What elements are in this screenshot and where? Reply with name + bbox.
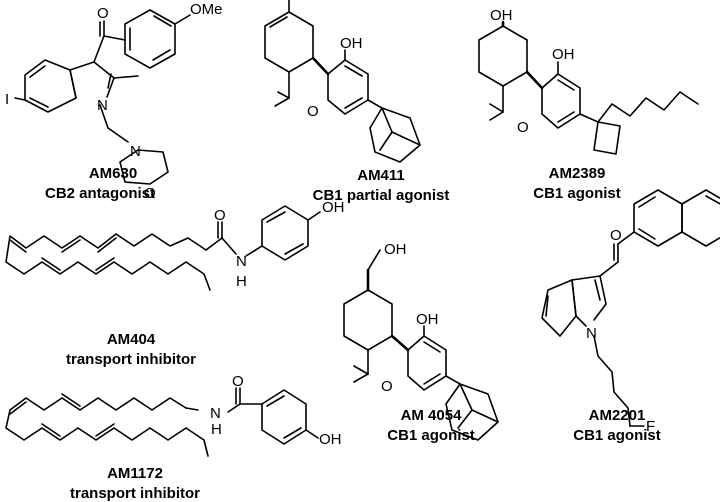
- am2201-oxygen-label: O: [610, 227, 622, 244]
- am4054-structure: [343, 249, 499, 441]
- am630-name: AM630: [89, 165, 137, 182]
- am2389-hydroxyl-label: OH: [552, 46, 575, 63]
- am1172-amine-n-label: N: [210, 405, 221, 422]
- am1172-name: AM1172: [107, 465, 163, 482]
- am411-hydroxyl-label: OH: [340, 35, 363, 52]
- am404-amide-h-label: H: [236, 273, 247, 290]
- am2389-top-hydroxyl-label: OH: [490, 7, 513, 24]
- am4054-hydroxyl-label: OH: [416, 311, 439, 328]
- am630-structure: [14, 9, 191, 185]
- am2389-role: CB1 agonist: [533, 185, 621, 202]
- am630-role: CB2 antagonist: [45, 185, 155, 202]
- am4054-ring-oxygen-label: O: [381, 378, 393, 395]
- am1172-amine-h-label: H: [211, 421, 222, 438]
- am2389-ring-oxygen-label: O: [517, 119, 529, 136]
- am1172-structure: [5, 387, 319, 457]
- am1172-oxygen-label: O: [232, 373, 244, 390]
- am2201-structure: [541, 189, 720, 427]
- am2389-name: AM2389: [549, 165, 606, 182]
- am404-hydroxyl-label: OH: [322, 199, 345, 216]
- am411-role: CB1 partial agonist: [313, 187, 450, 204]
- am4054-name: AM 4054: [401, 407, 463, 424]
- am2201-fluoro-label: F: [646, 418, 655, 435]
- am1172-role: transport inhibitor: [70, 485, 200, 502]
- am630-morpholine-n-label: N: [130, 143, 141, 160]
- am411-ring-oxygen-label: O: [307, 103, 319, 120]
- am404-structure: [5, 205, 321, 291]
- am404-amide-n-label: N: [236, 253, 247, 270]
- am411-name: AM411: [357, 167, 405, 184]
- am4054-top-hydroxyl-label: OH: [384, 241, 407, 258]
- am630-morpholine-o-label: O: [144, 185, 156, 202]
- am630-iodo-label: I: [5, 91, 9, 108]
- am404-name: AM404: [107, 331, 156, 348]
- am2389-structure: [478, 20, 699, 155]
- am411-structure: [264, 0, 421, 163]
- am2201-role: CB1 agonist: [573, 427, 661, 444]
- am4054-role: CB1 agonist: [387, 427, 475, 444]
- am404-role: transport inhibitor: [66, 351, 196, 368]
- am630-methoxy-label: OMe: [190, 1, 223, 18]
- am2201-name: AM2201: [589, 407, 646, 424]
- am630-oxygen-label: O: [97, 5, 109, 22]
- am2201-nitrogen-label: N: [586, 325, 597, 342]
- am1172-hydroxyl-label: OH: [319, 431, 342, 448]
- am630-nitrogen-label: N: [97, 97, 108, 114]
- am404-oxygen-label: O: [214, 207, 226, 224]
